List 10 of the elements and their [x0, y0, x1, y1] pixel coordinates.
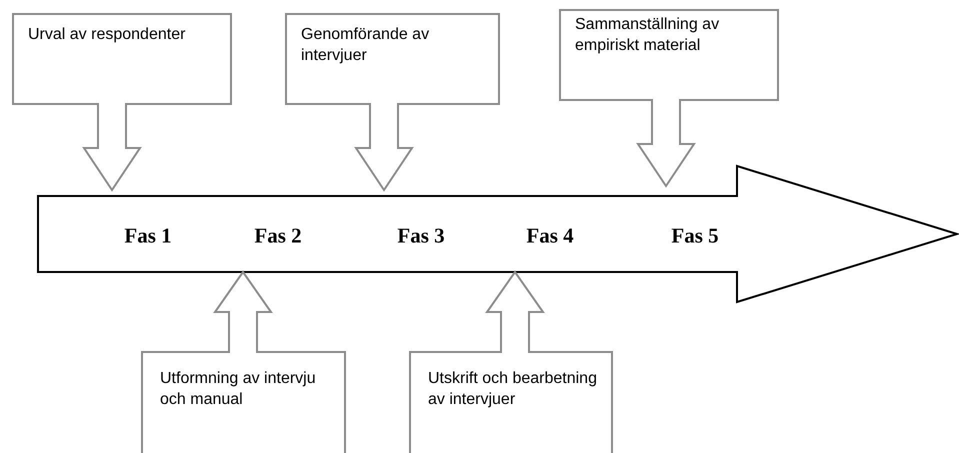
callout-text: Urval av respondenter: [28, 25, 186, 45]
phase-label: Fas 1: [124, 224, 172, 248]
callout-text: Utformning av intervju och manual: [160, 369, 317, 410]
phase-label: Fas 3: [397, 224, 445, 248]
callout-text: Sammanställning av empiriskt material: [575, 15, 720, 56]
phase-label: Fas 5: [671, 224, 719, 248]
callout-text: Genomförande av intervjuer: [301, 25, 430, 66]
phase-label: Fas 4: [526, 224, 574, 248]
phase-label: Fas 2: [254, 224, 302, 248]
callout-text: Utskrift och bearbetning av intervjuer: [428, 369, 598, 410]
